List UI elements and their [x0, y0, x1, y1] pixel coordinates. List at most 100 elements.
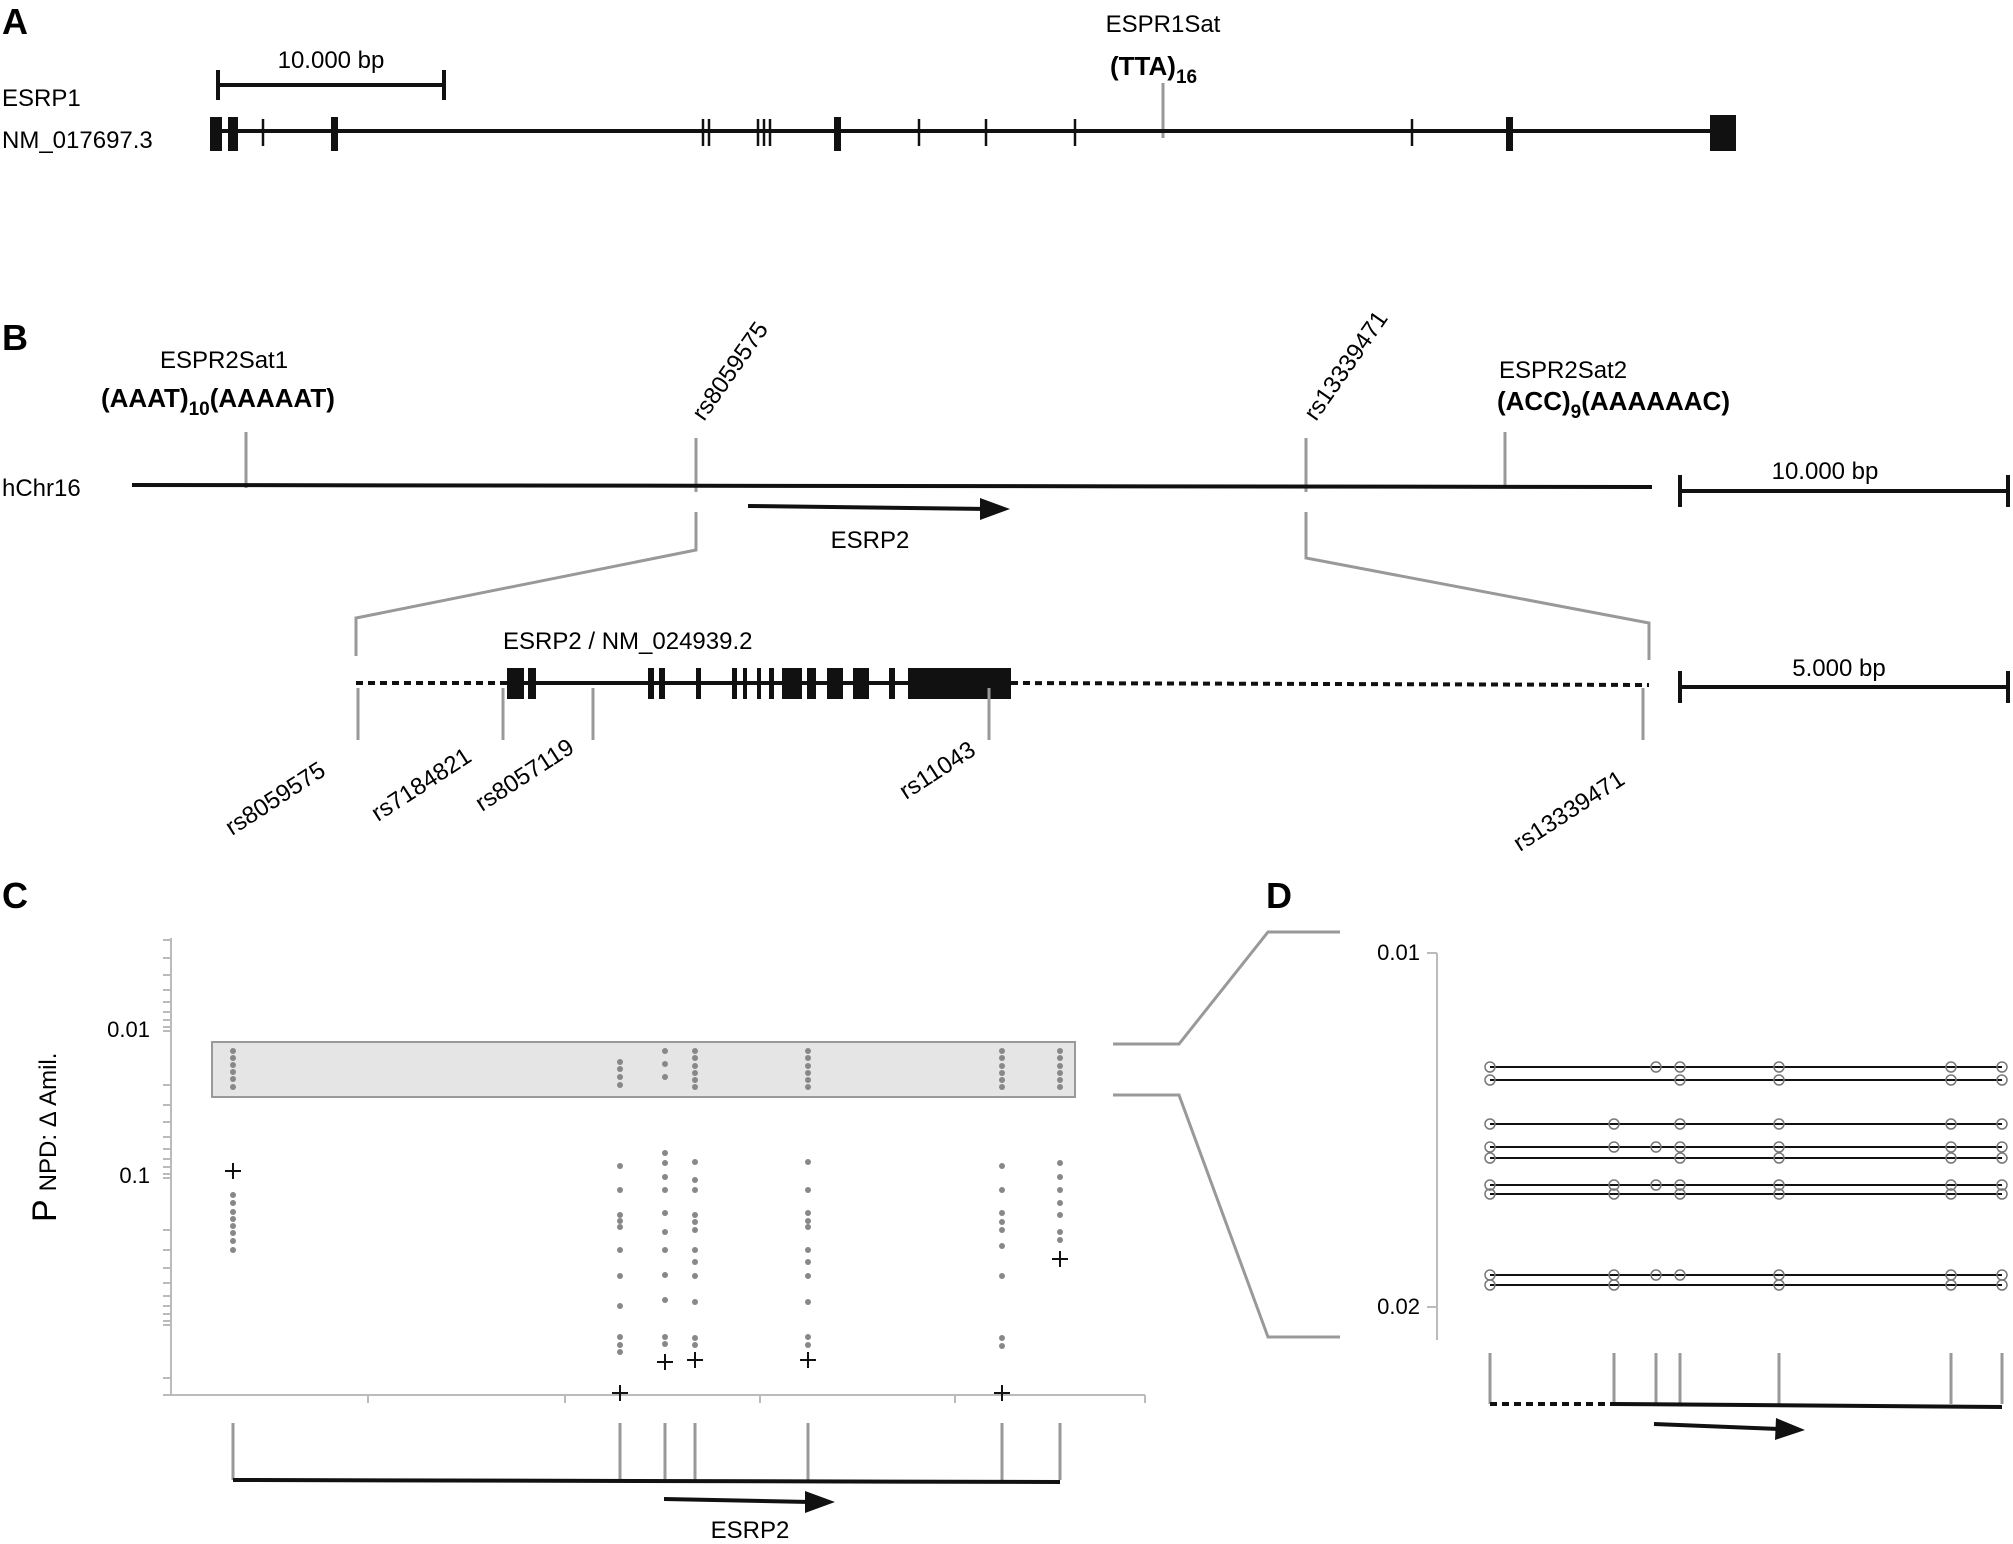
data-point — [1057, 1187, 1063, 1193]
panel-d-tick-0-01: 0.01 — [1377, 940, 1420, 965]
plus-marker — [1052, 1251, 1068, 1267]
haplotype-point — [1484, 1188, 1496, 1200]
haplotype-point — [1650, 1061, 1662, 1073]
data-point — [805, 1247, 811, 1253]
esrp1-last-exon — [1710, 115, 1736, 151]
haplotype-point — [1484, 1061, 1496, 1073]
data-point — [230, 1209, 236, 1215]
data-point — [692, 1219, 698, 1225]
data-point — [617, 1247, 623, 1253]
haplotype-point — [1773, 1061, 1785, 1073]
panel-d-arrow-shaft — [1653, 1422, 1781, 1431]
data-point — [999, 1063, 1005, 1069]
esrp2-arrow-head — [980, 498, 1010, 520]
panel-c-x-ticks — [367, 1395, 1146, 1403]
espr2sat2-motif: (ACC)9(AAAAAAC) — [1497, 386, 1730, 423]
data-point — [692, 1077, 698, 1083]
data-point — [999, 1070, 1005, 1076]
data-point — [999, 1273, 1005, 1279]
data-point — [617, 1303, 623, 1309]
snp-bottom-rs11043: rs11043 — [895, 736, 981, 805]
haplotype-point — [1773, 1279, 1785, 1291]
data-point — [692, 1055, 698, 1061]
data-point — [692, 1159, 698, 1165]
data-point — [805, 1273, 811, 1279]
data-point — [805, 1259, 811, 1265]
haplotype-point — [1773, 1179, 1785, 1191]
haplotype-point — [1674, 1141, 1686, 1153]
data-point — [999, 1187, 1005, 1193]
panel-c-snp-markers — [231, 1423, 1062, 1480]
data-point — [805, 1063, 811, 1069]
panel-b-scale-bottom-label: 5.000 bp — [1792, 655, 1885, 682]
data-point — [805, 1055, 811, 1061]
data-point — [805, 1342, 811, 1348]
snp-bottom-rs8057119: rs8057119 — [471, 734, 579, 817]
data-point — [692, 1299, 698, 1305]
panel-d-letter: D — [1266, 875, 1292, 916]
haplotype-point — [1996, 1279, 2008, 1291]
panel-c-arrow-shaft — [663, 1497, 811, 1504]
espr2sat1-motif: (AAAT)10(AAAAAT) — [101, 383, 335, 420]
plus-marker — [657, 1354, 673, 1370]
data-point — [999, 1210, 1005, 1216]
data-point — [662, 1334, 668, 1340]
data-point — [617, 1349, 623, 1355]
data-point — [230, 1216, 236, 1222]
data-point — [662, 1174, 668, 1180]
data-point — [617, 1342, 623, 1348]
plus-marker — [225, 1163, 241, 1179]
data-point — [805, 1224, 811, 1230]
panel-c-arrow-head — [805, 1491, 835, 1513]
haplotype-point — [1945, 1141, 1957, 1153]
data-point — [617, 1187, 623, 1193]
highlight-box — [211, 1041, 1076, 1098]
panel-b: B ESPR2Sat1 (AAAT)10(AAAAAT) ESPR2Sat2 (… — [2, 306, 2010, 857]
espr1sat-name: ESPR1Sat — [1106, 11, 1221, 38]
data-point — [805, 1299, 811, 1305]
data-point — [692, 1177, 698, 1183]
haplotype-point — [1674, 1152, 1686, 1164]
esrp2-exons — [507, 668, 1011, 699]
snp-top-rs8059575: rs8059575 — [687, 317, 774, 425]
esrp1-minor-exons — [261, 119, 1414, 146]
data-point — [805, 1048, 811, 1054]
snp-top-rs13339471: rs13339471 — [1299, 306, 1394, 425]
zoom-connector-lower — [1113, 1093, 1340, 1339]
panel-d-gene-line — [1613, 1402, 2003, 1409]
data-point — [999, 1219, 1005, 1225]
panel-c-letter: C — [2, 875, 28, 916]
data-point — [1057, 1174, 1063, 1180]
esrp1-exon-4 — [834, 117, 841, 151]
data-point — [662, 1297, 668, 1303]
data-point — [805, 1218, 811, 1224]
plus-marker — [994, 1385, 1010, 1401]
haplotype-point — [1996, 1179, 2008, 1191]
data-point — [692, 1342, 698, 1348]
data-point — [230, 1223, 236, 1229]
data-point — [692, 1212, 698, 1218]
data-point — [692, 1273, 698, 1279]
data-point — [617, 1082, 623, 1088]
data-point — [617, 1334, 623, 1340]
data-point — [692, 1247, 698, 1253]
chromosome-line — [131, 483, 1653, 489]
data-point — [230, 1048, 236, 1054]
data-point — [230, 1084, 236, 1090]
data-point — [999, 1335, 1005, 1341]
snp-bottom-rs13339471: rs13339471 — [1509, 765, 1630, 857]
panel-d-arrow-head — [1775, 1418, 1805, 1440]
data-point — [1057, 1200, 1063, 1206]
haplotype-point — [1484, 1279, 1496, 1291]
haplotype-point — [1674, 1118, 1686, 1130]
panel-d: D 0.01 0.02 — [1266, 875, 2008, 1440]
data-point — [230, 1192, 236, 1198]
data-point — [1057, 1160, 1063, 1166]
snp-bottom-rs7184821: rs7184821 — [367, 743, 477, 827]
data-point — [230, 1247, 236, 1253]
data-point — [1057, 1237, 1063, 1243]
data-point — [230, 1238, 236, 1244]
data-point — [662, 1229, 668, 1235]
haplotype-point — [1773, 1118, 1785, 1130]
